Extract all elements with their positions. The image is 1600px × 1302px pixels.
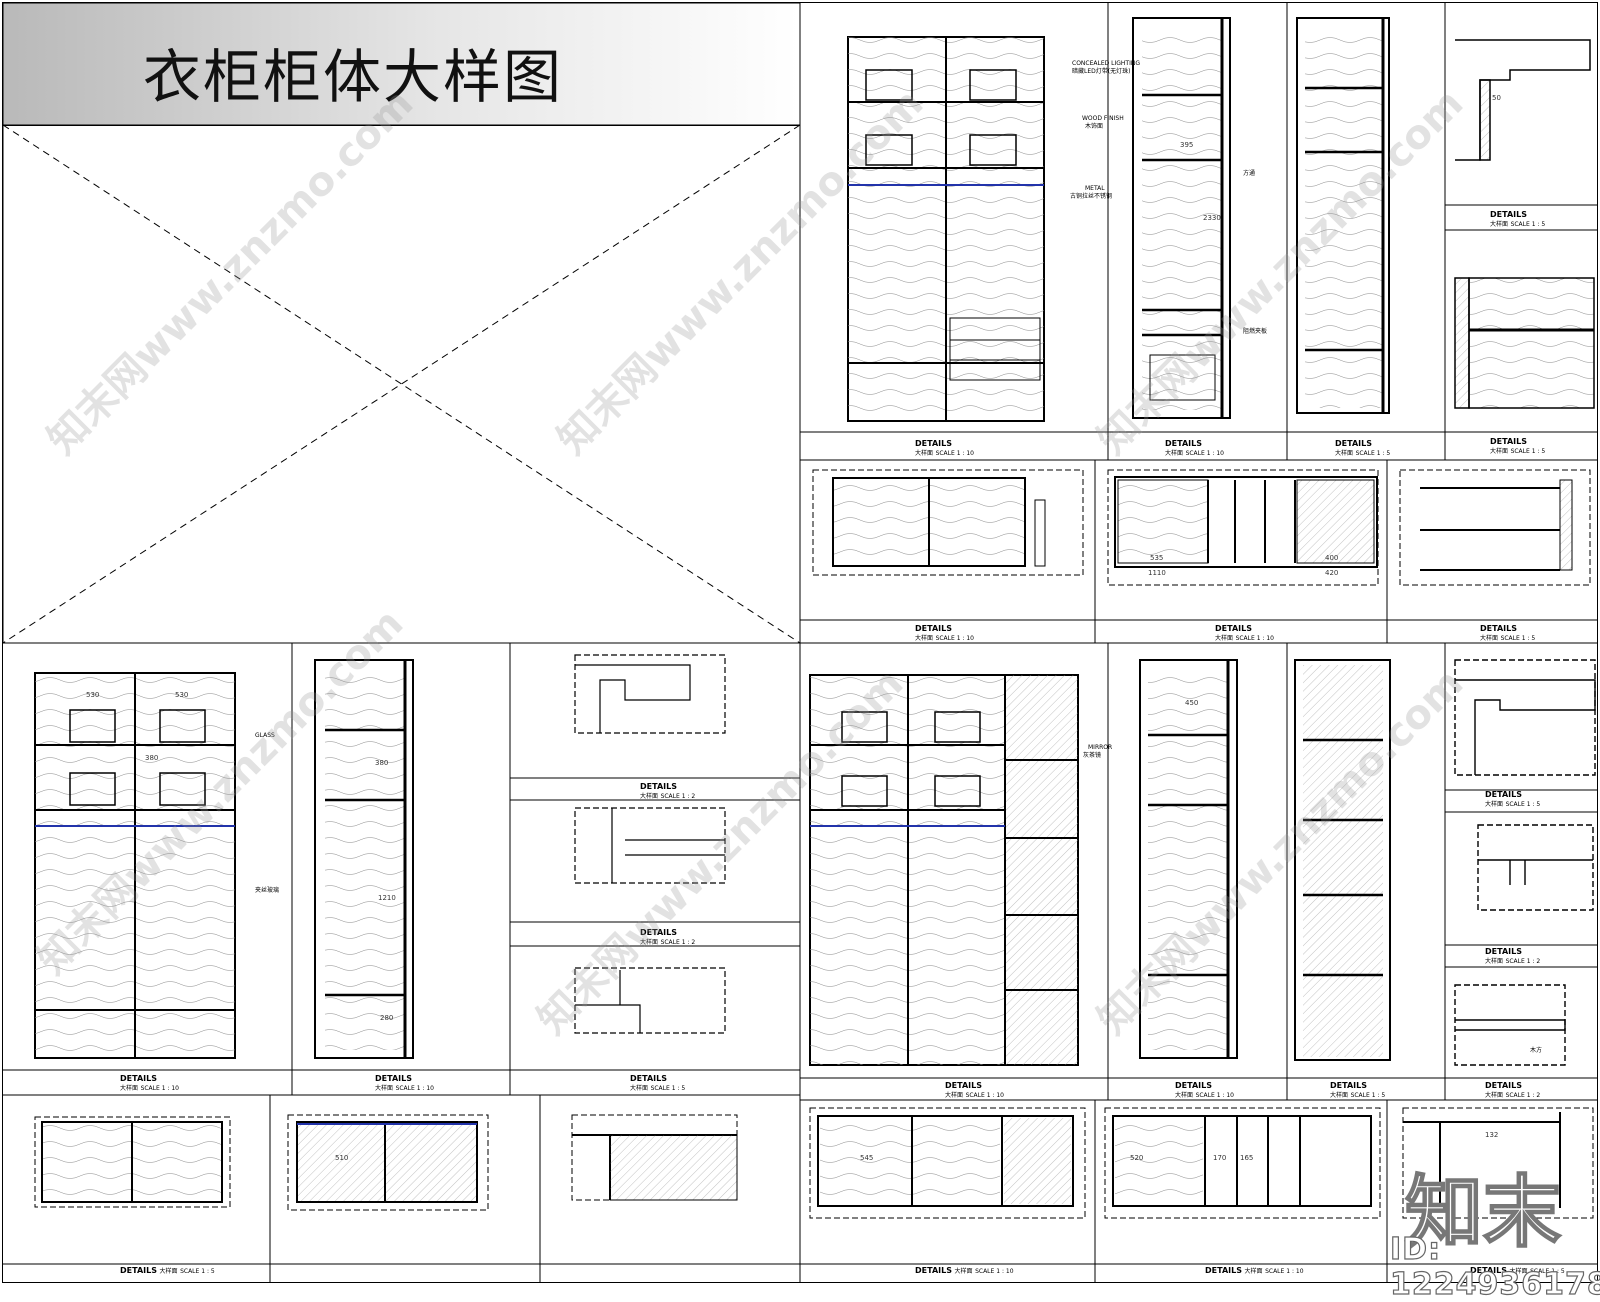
tag-led-strip: 暗藏LED灯带(无灯珠) (1072, 67, 1130, 75)
detail-top-b1 (1455, 39, 1591, 161)
plan-C (812, 469, 1084, 576)
section-bottom-right-a2 (1294, 659, 1391, 1061)
plan-c (1399, 469, 1591, 586)
tag-mirror-cn: 灰茶镜 (1083, 751, 1101, 759)
dim-395: 395 (1180, 141, 1193, 149)
dim-530b: 530 (175, 691, 188, 699)
dim-1210: 1210 (378, 894, 396, 902)
dim-2330: 2330 (1203, 214, 1221, 222)
tag-wood-cn: 木饰面 (1085, 122, 1103, 130)
section-top-A (1132, 17, 1231, 419)
dim-165: 165 (1240, 1154, 1253, 1162)
dim-50: 50 (1492, 94, 1501, 102)
material-tags: CONCEALED LIGHTING 暗藏LED灯带(无灯珠) WOOD FIN… (255, 60, 1542, 1054)
id-label: ID: 1224936178 (1389, 1231, 1600, 1302)
plan-bottom-2 (287, 1114, 489, 1211)
detail-label: DETAILS 大样面 SCALE 1 : 5 (120, 1266, 215, 1275)
section-bottom-right-A (1139, 659, 1238, 1059)
plan-D (1107, 469, 1379, 586)
tag-timber: 木方 (1530, 1046, 1542, 1054)
dimension-texts: 530 530 380 380 1210 280 2330 395 400 42… (86, 94, 1501, 1162)
plan-bottom-C (809, 1107, 1086, 1219)
detail-label: DETAILS 大样面 SCALE 1 : 10 (1205, 1266, 1304, 1275)
dim-530a: 530 (86, 691, 99, 699)
site-logo: 知末 (1404, 1167, 1562, 1259)
dim-380b: 380 (375, 759, 388, 767)
plan-bottom-c (1402, 1107, 1594, 1219)
dim-545: 545 (860, 1154, 873, 1162)
dim-535: 535 (1150, 554, 1163, 562)
dim-420: 420 (1325, 569, 1338, 577)
details-bottom-mid (574, 654, 726, 1034)
section-bottom-A (314, 659, 414, 1059)
placeholder-cross (2, 124, 801, 644)
tag-concealed-lighting: CONCEALED LIGHTING (1072, 60, 1140, 67)
tag-wood-finish: WOOD FINISH (1082, 115, 1124, 122)
plan-bottom-3 (571, 1114, 738, 1201)
dim-380a: 380 (145, 754, 158, 762)
dim-170: 170 (1213, 1154, 1226, 1162)
detail-right-small (1454, 659, 1596, 1066)
tag-mirror: MIRROR (1088, 744, 1112, 751)
dim-132: 132 (1485, 1131, 1498, 1139)
elevation-bottom-right (809, 674, 1079, 1066)
dim-400: 400 (1325, 554, 1338, 562)
detail-label: DETAILS 大样面 SCALE 1 : 5 (1470, 1266, 1565, 1275)
detail-label: DETAILS 大样面 SCALE 1 : 10 (915, 1266, 1014, 1275)
tag-plywood: 阻燃夹板 (1243, 327, 1267, 335)
dim-520: 520 (1130, 1154, 1143, 1162)
page-title: 衣柜柜体大样图 (143, 43, 564, 111)
detail-top-b2 (1454, 277, 1595, 409)
dim-280: 280 (380, 1014, 393, 1022)
tag-metal-cn: 古铜拉丝不锈钢 (1070, 192, 1112, 200)
elevation-bottom-a (34, 672, 236, 1059)
tag-square-tube: 方通 (1243, 169, 1255, 177)
section-top-a2 (1296, 17, 1390, 414)
plan-bottom-D (1104, 1107, 1381, 1219)
tag-glass: GLASS (255, 732, 275, 739)
dim-1110: 1110 (1148, 569, 1166, 577)
dim-510: 510 (335, 1154, 348, 1162)
elevation-top-a (847, 36, 1045, 422)
tag-metal: METAL (1085, 185, 1105, 192)
tag-glass-cn: 夹丝玻璃 (255, 886, 279, 894)
dim-450: 450 (1185, 699, 1198, 707)
plan-bottom-1 (34, 1116, 231, 1208)
